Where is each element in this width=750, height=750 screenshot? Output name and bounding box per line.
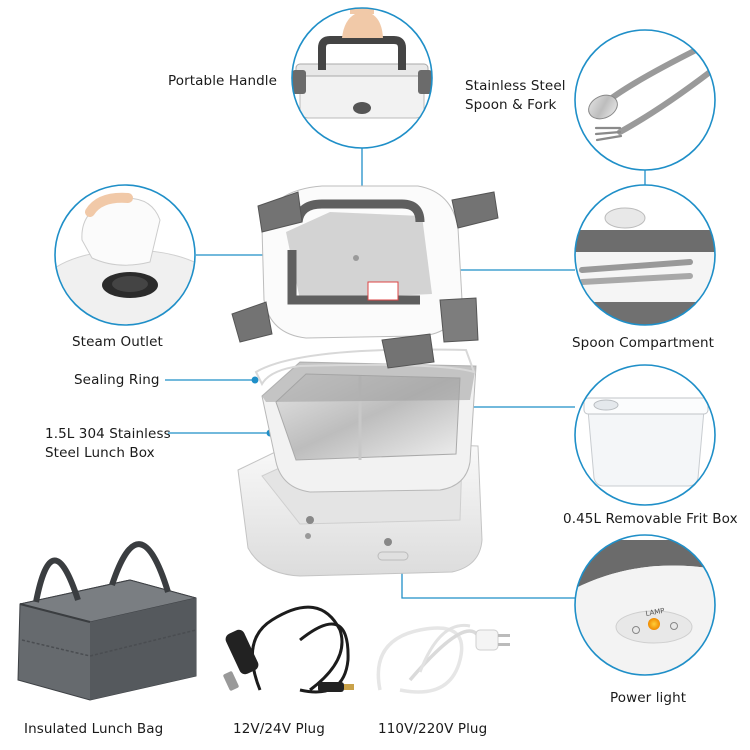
steam-outlet-inset	[54, 184, 196, 326]
label-power-light: Power light	[610, 690, 687, 706]
label-portable-handle: Portable Handle	[168, 73, 278, 89]
car-plug-image	[223, 605, 354, 694]
label-steam-outlet: Steam Outlet	[72, 334, 163, 350]
lamp-text: LAMP	[645, 607, 665, 618]
spoon-fork-inset	[574, 29, 716, 171]
label-lunch-box-line1: 1.5L 304 Stainless	[45, 426, 171, 442]
spoon-compartment-inset	[574, 184, 716, 326]
label-spoon-compartment: Spoon Compartment	[572, 335, 715, 351]
handle-inset	[291, 7, 433, 149]
label-sealing-ring: Sealing Ring	[74, 372, 160, 388]
label-spoon-fork-line2: Spoon & Fork	[465, 97, 557, 113]
power-light-inset	[574, 534, 716, 676]
label-12v-plug: 12V/24V Plug	[233, 721, 325, 737]
label-frit-box: 0.45L Removable Frit Box	[563, 511, 738, 527]
insulated-lunch-bag-image	[17, 541, 197, 701]
label-insulated-bag: Insulated Lunch Bag	[24, 721, 164, 737]
label-spoon-fork-line1: Stainless Steel	[465, 78, 566, 94]
lunch-box-exploded-view	[231, 185, 499, 577]
label-lunch-box-line2: Steel Lunch Box	[45, 445, 155, 461]
wall-plug-image	[376, 623, 510, 694]
label-110v-plug: 110V/220V Plug	[378, 721, 488, 737]
frit-box-inset	[574, 364, 716, 506]
